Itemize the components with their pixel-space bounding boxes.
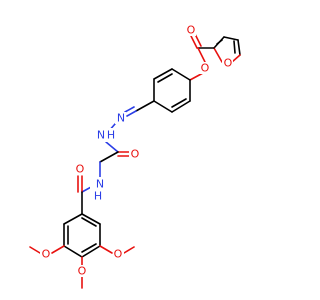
bond: [157, 73, 173, 83]
bond: [81, 217, 97, 227]
bond: [233, 40, 236, 54]
bond: [99, 151, 119, 163]
bond: [213, 47, 223, 63]
hydrogen-label: H: [107, 129, 115, 142]
hydrogen-label: H: [94, 190, 102, 203]
oxygen-atom: O: [42, 248, 51, 261]
nitrogen-atom: N: [97, 129, 105, 142]
oxygen-atom: O: [201, 62, 210, 75]
bond: [197, 47, 206, 63]
oxygen-atom: O: [131, 148, 140, 161]
atom-labels: O O O N N H O O N H O O O: [40, 24, 233, 278]
bonds: [29, 33, 241, 289]
bond: [189, 72, 204, 81]
bond: [237, 39, 241, 56]
oxygen-atom: O: [224, 57, 233, 70]
bond: [63, 245, 83, 258]
bond: [63, 213, 83, 225]
bond: [51, 245, 65, 254]
bond: [190, 35, 198, 49]
bond: [99, 245, 113, 254]
molecule-canvas: O O O N N H O O N H O O O: [29, 24, 241, 289]
bond: [223, 36, 239, 41]
bond: [81, 213, 101, 225]
bond: [171, 98, 187, 108]
bond: [81, 243, 97, 253]
bond: [126, 110, 137, 117]
bond: [124, 106, 135, 113]
bond: [81, 245, 101, 258]
nitrogen-atom: N: [96, 178, 104, 191]
bond: [171, 100, 191, 113]
bond: [231, 54, 241, 63]
bond: [123, 246, 135, 254]
bond: [216, 39, 223, 45]
oxygen-atom: O: [78, 265, 87, 278]
oxygen-atom: O: [76, 163, 85, 176]
bond: [105, 141, 119, 153]
bond: [153, 68, 173, 80]
oxygen-atom: O: [114, 248, 123, 261]
nitrogen-atom: N: [117, 112, 125, 125]
molecule-structure: O O O N N H O O N H O O O: [29, 24, 241, 289]
bond: [135, 100, 155, 112]
bond: [153, 100, 173, 113]
oxygen-atom: O: [187, 24, 196, 37]
bond: [29, 246, 41, 254]
bond: [171, 68, 191, 81]
